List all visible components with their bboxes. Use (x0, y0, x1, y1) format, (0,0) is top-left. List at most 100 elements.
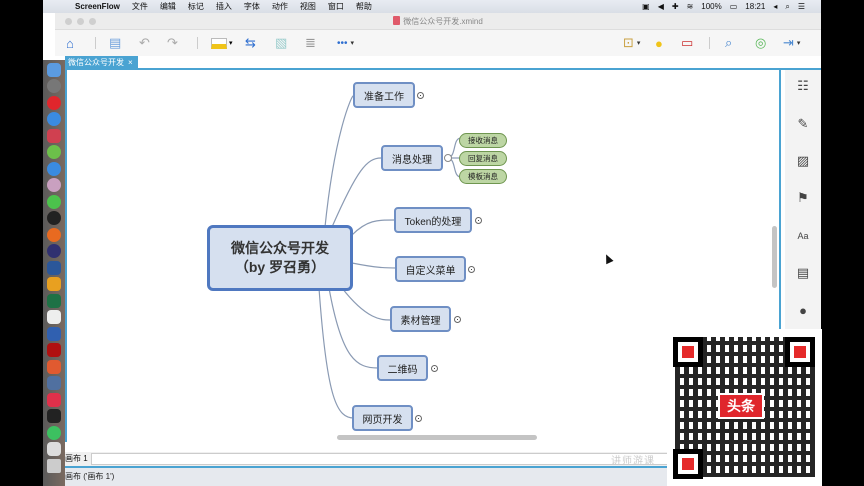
topic-prep-work[interactable]: 准备工作 (353, 82, 415, 108)
tab-close-icon[interactable]: × (128, 58, 133, 67)
menu-help[interactable]: 帮助 (355, 2, 372, 11)
topic-custom-menu[interactable]: 自定义菜单 (395, 256, 466, 282)
more-icon[interactable]: •••▾ (337, 37, 355, 49)
topic-style-icon[interactable]: ▾ (211, 34, 233, 52)
menu-insert[interactable]: 插入 (215, 2, 232, 11)
subtopic-receive-message[interactable]: 接收消息 (459, 133, 507, 148)
expand-icon[interactable] (468, 266, 475, 273)
central-topic[interactable]: 微信公众号开发 （by 罗召勇） (207, 225, 353, 291)
collapse-icon[interactable] (444, 154, 452, 162)
qr-code-overlay: 头条 (667, 329, 822, 486)
battery-icon[interactable]: ▭ (729, 2, 738, 11)
zoom-window-button[interactable] (89, 18, 96, 25)
wechat-icon[interactable] (47, 194, 61, 209)
notification-center-icon[interactable]: ☰ (797, 2, 805, 11)
menu-action[interactable]: 动作 (271, 2, 288, 11)
menu-font[interactable]: 字体 (243, 2, 260, 11)
terminal-icon[interactable] (47, 409, 61, 423)
menubar-app-name[interactable]: ScreenFlow (75, 2, 120, 11)
close-window-button[interactable] (65, 18, 72, 25)
presentation-icon[interactable]: ⊡▾ (623, 35, 641, 50)
app-red-icon[interactable] (47, 95, 61, 110)
topic-token-handling[interactable]: Token的处理 (394, 207, 472, 233)
wifi-icon[interactable]: ≋ (686, 2, 694, 11)
tab-document[interactable]: 微信公众号开发× (65, 56, 138, 70)
notes-icon[interactable]: ▤ (796, 265, 810, 280)
comments-icon[interactable]: ● (799, 303, 807, 318)
spotlight-icon[interactable]: ⌕ (785, 1, 790, 11)
toolbar-divider (95, 37, 96, 49)
subtopic-reply-message[interactable]: 回复消息 (459, 151, 507, 166)
central-topic-title: 微信公众号开发 (231, 240, 329, 257)
downloads-icon[interactable] (47, 442, 61, 456)
expand-icon[interactable] (417, 92, 424, 99)
topic-message-handling[interactable]: 消息处理 (381, 145, 443, 171)
app-flower-icon[interactable] (47, 178, 61, 192)
menubar: ScreenFlow 文件 编辑 标记 插入 字体 动作 视图 窗口 帮助 ▣ … (43, 0, 821, 13)
volume-icon[interactable]: ◂ (773, 2, 778, 11)
undo-icon[interactable]: ↶ (139, 35, 150, 50)
app-green-icon[interactable] (47, 145, 61, 159)
share-icon[interactable]: ◎ (755, 35, 767, 50)
topic-asset-management[interactable]: 素材管理 (390, 306, 451, 332)
expand-icon[interactable] (475, 217, 482, 224)
app-green-arrow-icon[interactable] (47, 425, 61, 440)
expand-icon[interactable] (431, 365, 438, 372)
qr-finder-pattern (673, 337, 703, 367)
eclipse-icon[interactable] (47, 244, 61, 258)
finder-icon[interactable] (47, 62, 61, 77)
search-icon[interactable]: ⌕ (725, 35, 733, 50)
menu-edit[interactable]: 编辑 (159, 2, 176, 11)
image-icon[interactable]: ▨ (796, 153, 810, 168)
app-photo-icon[interactable] (47, 128, 61, 143)
menu-mark[interactable]: 标记 (187, 2, 204, 11)
menu-view[interactable]: 视图 (299, 2, 316, 11)
summary-icon[interactable]: ≣ (305, 35, 316, 50)
preview-icon[interactable] (47, 376, 61, 390)
export-icon[interactable]: ⇥▾ (783, 35, 801, 50)
clock[interactable]: 18:21 (745, 2, 766, 11)
hbuilder-icon[interactable] (47, 359, 61, 374)
topic-label: 网页开发 (362, 414, 403, 426)
expand-icon[interactable] (454, 316, 461, 323)
relationship-icon[interactable]: ⇆ (245, 35, 256, 50)
redo-icon[interactable]: ↷ (167, 35, 178, 50)
plus-icon[interactable]: ✚ (671, 2, 679, 11)
excel-icon[interactable] (47, 293, 61, 308)
sheet-tab[interactable]: 画布 1 (65, 454, 88, 463)
trash-icon[interactable] (47, 458, 61, 473)
expand-icon[interactable] (415, 415, 422, 422)
location-icon[interactable]: ◀ (657, 2, 664, 11)
vertical-scrollbar[interactable] (772, 226, 777, 288)
minimize-window-button[interactable] (77, 18, 84, 25)
safari-icon[interactable] (47, 112, 61, 126)
text-style-icon[interactable]: Aa (797, 231, 809, 241)
topic-web-development[interactable]: 网页开发 (352, 405, 413, 431)
word-icon[interactable] (47, 260, 61, 275)
subtopic-template-message[interactable]: 模板消息 (459, 169, 507, 184)
app-store-icon[interactable] (47, 161, 61, 176)
qq-icon[interactable] (47, 211, 61, 225)
menu-file[interactable]: 文件 (131, 2, 148, 11)
idea-icon[interactable]: ● (655, 35, 663, 51)
xmind-icon[interactable] (47, 392, 61, 407)
outline-panel-icon[interactable]: ☷ (797, 78, 809, 93)
firefox-icon[interactable] (47, 227, 61, 242)
screen-record-icon[interactable]: ▣ (642, 2, 650, 11)
app-blue-icon[interactable] (47, 326, 61, 341)
topic-qr-code[interactable]: 二维码 (377, 355, 428, 381)
format-brush-icon[interactable]: ✎ (797, 116, 809, 131)
screen: ScreenFlow 文件 编辑 标记 插入 字体 动作 视图 窗口 帮助 ▣ … (43, 0, 821, 486)
sublime-icon[interactable] (47, 277, 61, 291)
menu-window[interactable]: 窗口 (327, 2, 344, 11)
save-icon[interactable]: ▤ (109, 35, 122, 50)
mindmap-canvas[interactable]: 微信公众号开发 （by 罗召勇） 准备工作 消息处理 接收消息 回复消息 模板消… (65, 70, 781, 442)
outline-icon[interactable]: ▭ (681, 35, 694, 50)
home-icon[interactable]: ⌂ (66, 35, 74, 51)
boundary-icon[interactable]: ▧ (275, 35, 288, 50)
filezilla-icon[interactable] (47, 343, 61, 357)
launchpad-icon[interactable] (47, 79, 61, 93)
horizontal-scrollbar[interactable] (337, 435, 537, 440)
vs-icon[interactable] (47, 310, 61, 324)
marker-flag-icon[interactable]: ⚑ (797, 190, 809, 205)
